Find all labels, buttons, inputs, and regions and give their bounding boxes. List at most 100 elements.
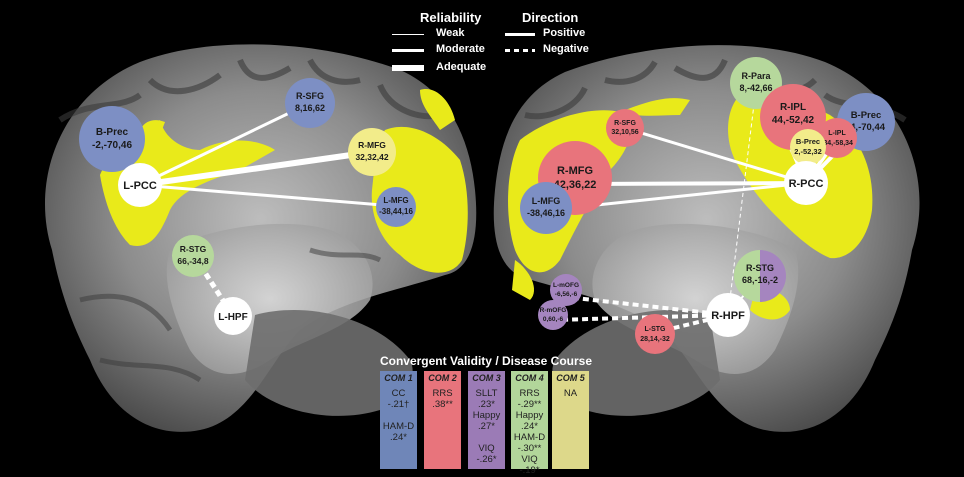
svg-text:L-STG: L-STG — [645, 326, 667, 333]
edge-lpcc-lmfg — [139, 183, 395, 208]
edge-lpcc-rsfg — [139, 101, 311, 187]
svg-text:-4,-70,44: -4,-70,44 — [847, 122, 886, 133]
svg-text:B-Prec: B-Prec — [96, 127, 129, 138]
legend-adequate-line — [392, 65, 424, 71]
com-value: HAM-D — [513, 432, 546, 444]
svg-text:42,36,22: 42,36,22 — [554, 179, 597, 191]
legend-negative-label: Negative — [543, 43, 589, 55]
edge-rhpf-rmofg — [554, 313, 729, 322]
legend-adequate-label: Adequate — [436, 61, 487, 73]
node-l-bprec[interactable]: B-Prec -2,-70,46 — [79, 106, 145, 172]
svg-text:B-Prec: B-Prec — [796, 137, 820, 146]
svg-text:68,-16,-2: 68,-16,-2 — [742, 275, 778, 285]
svg-text:R-IPL: R-IPL — [780, 102, 806, 113]
com-header: COM 2 — [428, 373, 457, 383]
com-value: -.26* — [476, 453, 497, 465]
node-r-hpf[interactable]: R-HPF — [706, 293, 750, 337]
svg-text:32,10,56: 32,10,56 — [611, 129, 638, 136]
svg-text:28,14,-32: 28,14,-32 — [640, 336, 670, 343]
node-l-rsfg[interactable]: R-SFG 8,16,62 — [285, 78, 335, 128]
legend-direction-title: Direction — [522, 10, 579, 25]
com-value: Happy — [515, 410, 544, 422]
left-activation-overlay — [100, 89, 468, 273]
node-l-hpf[interactable]: L-HPF — [214, 297, 252, 335]
node-l-lmfg[interactable]: L-MFG -38,44,16 — [376, 187, 416, 227]
svg-text:32,32,42: 32,32,42 — [355, 152, 388, 162]
com-value: SLLT — [475, 388, 498, 400]
com-value: -.29** — [517, 399, 542, 411]
edge-rpcc-rmfg — [578, 181, 807, 186]
com-header: COM 4 — [515, 373, 544, 383]
edge-rpcc-rsfg — [624, 126, 807, 185]
com-value: -.30** — [517, 442, 542, 454]
com-value: .24* — [521, 421, 538, 433]
node-r-sfg[interactable]: R-SFG 32,10,56 — [606, 109, 644, 147]
com-value: VIQ — [478, 442, 495, 454]
com-value: RRS — [519, 388, 540, 400]
svg-text:L-HPF: L-HPF — [218, 312, 247, 323]
com-header: COM 1 — [384, 373, 413, 383]
com-value: HAM-D — [382, 421, 415, 433]
svg-text:R-PCC: R-PCC — [789, 178, 824, 190]
svg-text:L-PCC: L-PCC — [123, 180, 157, 192]
legend-moderate-label: Moderate — [436, 43, 485, 55]
node-r-rmofg[interactable]: R-mOFG 0,60,-6 — [538, 300, 568, 330]
svg-text:L-mOFG: L-mOFG — [553, 282, 579, 289]
svg-text:8,-42,66: 8,-42,66 — [739, 83, 772, 93]
svg-text:-6,56,-6: -6,56,-6 — [555, 291, 578, 298]
svg-text:R-STG: R-STG — [180, 244, 207, 254]
com-value: NA — [563, 388, 578, 400]
com-value: -.21† — [387, 399, 410, 411]
edge-lpcc-rmfg — [139, 149, 373, 188]
svg-text:R-Para: R-Para — [741, 71, 771, 81]
legend: Reliability Direction Weak Moderate Adeq… — [392, 10, 602, 80]
com-value: RRS — [432, 388, 453, 400]
svg-text:2,-52,32: 2,-52,32 — [794, 147, 822, 156]
edge-rhpf-rpara — [727, 87, 757, 316]
svg-text:R-STG: R-STG — [746, 263, 774, 273]
com-column-4: COM 4 RRS-.29**Happy.24*HAM-D-.30**VIQ-.1… — [511, 371, 548, 476]
com-header: COM 3 — [472, 373, 501, 383]
com-value: CC — [391, 388, 406, 400]
com-value: VIQ — [521, 453, 538, 465]
com-header: COM 5 — [556, 373, 585, 383]
node-l-rstg[interactable]: R-STG 66,-34,8 — [172, 235, 214, 277]
legend-positive-line — [505, 33, 535, 36]
legend-positive-label: Positive — [543, 27, 586, 39]
legend-negative-line — [505, 49, 535, 52]
legend-reliability-title: Reliability — [420, 10, 482, 25]
svg-text:-38,46,16: -38,46,16 — [527, 208, 565, 218]
svg-text:R-SFG: R-SFG — [296, 91, 324, 101]
svg-text:44,-52,42: 44,-52,42 — [772, 115, 815, 126]
edge-rhpf-lmofg — [565, 295, 729, 317]
node-r-lmofg[interactable]: L-mOFG -6,56,-6 — [550, 274, 582, 306]
legend-weak-line — [392, 34, 424, 35]
svg-text:66,-34,8: 66,-34,8 — [177, 256, 208, 266]
node-r-lstg[interactable]: L-STG 28,14,-32 — [635, 314, 675, 354]
svg-text:R-MFG: R-MFG — [358, 140, 386, 150]
node-r-bprec2[interactable]: B-Prec 2,-52,32 — [790, 129, 826, 165]
node-r-pcc[interactable]: R-PCC — [784, 161, 828, 205]
com-value: .24* — [390, 432, 407, 444]
svg-text:L-IPL: L-IPL — [828, 130, 846, 137]
svg-text:R-mOFG: R-mOFG — [540, 307, 567, 314]
com-value: -.19* — [519, 464, 540, 476]
node-l-rmfg[interactable]: R-MFG 32,32,42 — [348, 128, 396, 176]
svg-text:0,60,-6: 0,60,-6 — [543, 316, 564, 323]
left-connections — [114, 101, 395, 318]
svg-text:L-MFG: L-MFG — [532, 196, 561, 206]
node-r-lmfg[interactable]: L-MFG -38,46,16 — [520, 182, 572, 234]
node-r-rstg[interactable]: R-STG 68,-16,-2 — [734, 250, 786, 302]
svg-text:R-HPF: R-HPF — [711, 310, 745, 322]
com-value: .38** — [432, 399, 453, 411]
node-l-pcc[interactable]: L-PCC — [118, 163, 162, 207]
com-column-5: COM 5 NA — [552, 371, 589, 469]
svg-text:B-Prec: B-Prec — [851, 110, 882, 121]
com-column-1: COM 1 CC-.21† HAM-D.24* — [380, 371, 417, 469]
svg-text:-2,-70,46: -2,-70,46 — [92, 140, 132, 151]
node-r-lipl[interactable]: L-IPL -34,-58,34 — [817, 118, 857, 158]
com-column-2: COM 2 RRS.38** — [424, 371, 461, 469]
legend-moderate-line — [392, 49, 424, 52]
svg-text:8,16,62: 8,16,62 — [295, 103, 325, 113]
